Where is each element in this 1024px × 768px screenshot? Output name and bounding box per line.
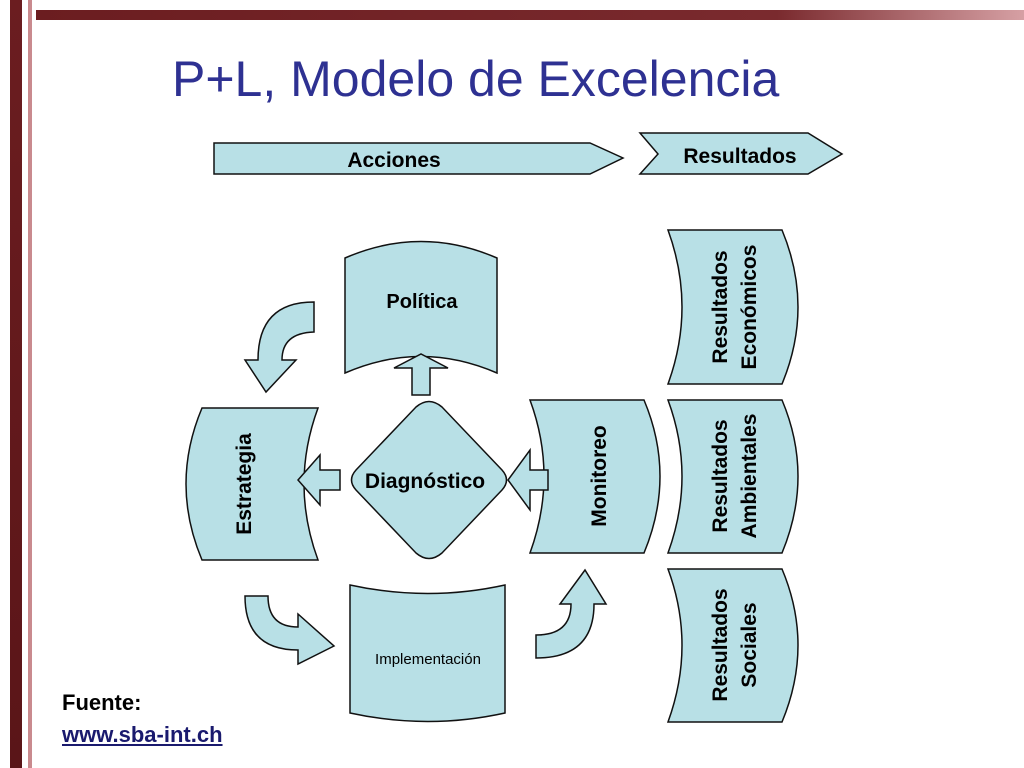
res-sociales-line2: Sociales <box>738 602 761 687</box>
res-ambientales-line1: Resultados <box>709 419 732 532</box>
estrategia-label: Estrategia <box>233 433 256 535</box>
politica-shape <box>344 240 498 375</box>
monitoreo-shape <box>528 399 661 554</box>
frame-top-bar <box>36 10 1024 20</box>
res-ambientales-shape <box>666 399 799 554</box>
monitoreo-label: Monitoreo <box>588 425 611 526</box>
resultados-arrow <box>638 132 844 175</box>
res-economicos-line1: Resultados <box>709 250 732 363</box>
source-label: Fuente: <box>62 690 142 715</box>
arrow-left-to-estrategia <box>297 453 341 507</box>
curved-arrow-to-estrategia <box>243 301 315 394</box>
politica-label: Política <box>386 291 458 313</box>
arrow-left-from-monitoreo <box>507 447 549 513</box>
res-ambientales-line2: Ambientales <box>738 414 761 539</box>
arrow-up-to-politica <box>393 353 449 396</box>
curved-arrow-to-monitoreo <box>535 568 608 659</box>
diagnostico-label: Diagnóstico <box>365 470 485 493</box>
res-sociales-line1: Resultados <box>709 588 732 701</box>
implementacion-label: Implementación <box>375 651 481 668</box>
frame-left-bar <box>10 0 22 768</box>
res-economicos-shape <box>666 229 799 385</box>
frame-left-thin <box>28 0 32 768</box>
source-link[interactable]: www.sba-int.ch <box>62 722 223 747</box>
page-title: P+L, Modelo de Excelencia <box>172 51 780 107</box>
curved-arrow-to-implementacion <box>244 595 336 666</box>
resultados-label: Resultados <box>683 145 796 168</box>
acciones-label: Acciones <box>347 149 440 172</box>
res-economicos-line2: Económicos <box>738 245 761 370</box>
diagnostico-shape <box>350 400 508 560</box>
implementacion-shape <box>349 584 506 723</box>
res-sociales-shape <box>666 568 799 723</box>
acciones-arrow <box>213 142 625 175</box>
estrategia-shape <box>185 407 320 561</box>
